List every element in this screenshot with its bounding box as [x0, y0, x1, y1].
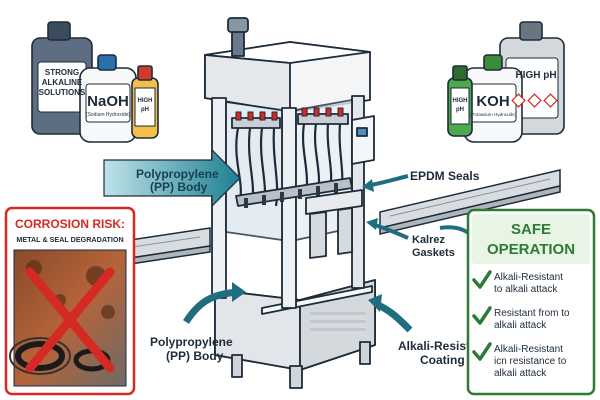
callout-labels: Polypropylene (PP) Body EPDM Seals Kalre…: [136, 167, 488, 367]
jug-label-line3: SOLUTIONS: [39, 88, 86, 97]
callout-arrows: [103, 148, 472, 333]
epdm-label: EPDM Seals: [410, 169, 480, 183]
naoh-sub: (Sodium Hydroxide): [86, 112, 131, 118]
chemicals-left: [31, 21, 159, 143]
bottle-label-left-1: HIGH: [138, 98, 153, 104]
safe-item-3-line1: Alkali-Resistant: [494, 344, 563, 355]
pp-body-top-line1: Polypropylene: [136, 167, 219, 181]
safe-item-2-line1: Resistant from to: [494, 308, 570, 319]
pp-body-top-line2: (PP) Body: [150, 180, 208, 194]
corrosion-title: CORROSION RISK:: [15, 217, 125, 231]
safe-item-1: Alkali-Resistant to alkali attack: [472, 270, 563, 295]
safe-operation-panel: SAFE OPERATION Alkali-Resistant to alkal…: [466, 208, 596, 396]
kalrez-line1: Kalrez: [412, 234, 446, 246]
coating-line1: Alkali-Resistant: [398, 339, 488, 353]
corrosion-risk-panel: CORROSION RISK: METAL & SEAL DEGRADATION: [4, 206, 136, 396]
jug-label-line1: STRONG: [45, 68, 79, 77]
safe-title-line1: SAFE: [511, 221, 551, 238]
pp-body-bottom-line1: Polypropylene: [150, 335, 233, 349]
arrow-pp-body-top: [103, 148, 241, 208]
pp-body-bottom-line2: (PP) Body: [166, 349, 224, 363]
high-ph-label: HIGH pH: [515, 70, 556, 81]
chemicals-left-labels: STRONG ALKALINE SOLUTIONS NaOH (Sodium H…: [39, 68, 153, 118]
naoh-title: NaOH: [87, 93, 129, 110]
filling-machine: [204, 17, 376, 389]
bottle-label-right-1: HIGH: [453, 98, 468, 104]
arrow-pp-body-bottom: [183, 288, 239, 324]
coating-line2: Coating: [420, 353, 465, 367]
check-icon: [472, 342, 492, 361]
chemicals-right-labels: HIGH pH KOH (Potassium Hydroxide) HIGH p…: [453, 70, 557, 117]
check-icon: [472, 306, 492, 325]
red-x-icon: [25, 267, 115, 373]
bottle-label-right-2: pH: [456, 107, 464, 113]
jug-label-line2: ALKALINE: [42, 78, 83, 87]
safe-item-1-line1: Alkali-Resistant: [494, 272, 563, 283]
arrow-coating: [374, 300, 413, 333]
safe-item-1-line2: to alkali attack: [494, 284, 558, 295]
corrosion-subtitle: METAL & SEAL DEGRADATION: [16, 235, 123, 244]
safe-item-3-line3: alkali attack: [494, 368, 547, 379]
koh-title: KOH: [476, 93, 509, 110]
safe-item-2: Resistant from to alkali attack: [472, 306, 570, 331]
koh-sub: (Potassium Hydroxide): [470, 112, 517, 117]
bottle-label-left-2: pH: [141, 107, 149, 113]
safe-item-3-line2: icn resistance to: [494, 356, 567, 367]
safe-item-2-line2: alkali attack: [494, 320, 547, 331]
safe-title-line2: OPERATION: [487, 241, 575, 258]
kalrez-line2: Gaskets: [412, 247, 455, 259]
safe-item-3: Alkali-Resistant icn resistance to alkal…: [472, 342, 567, 379]
chemicals-right: [447, 21, 565, 143]
check-icon: [472, 270, 492, 289]
